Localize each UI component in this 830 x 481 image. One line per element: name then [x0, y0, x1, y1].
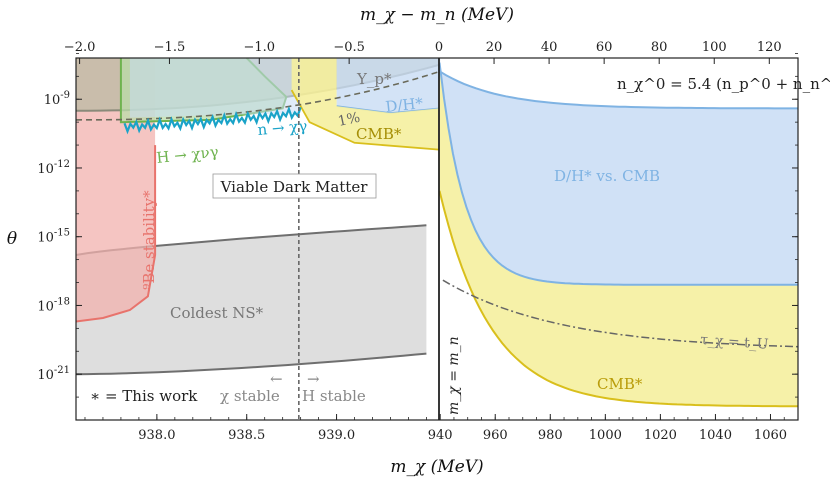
y-tick-label: 10-21	[37, 365, 70, 383]
top-tick-100-label: 100	[702, 40, 727, 55]
chi-stable-label: χ stable	[220, 387, 280, 405]
x-tick-938.5-label: 938.5	[228, 428, 265, 443]
dh-vs-cmb-region	[439, 58, 798, 285]
y-axis-title: θ	[7, 229, 17, 249]
legend-star-label: ∗ = This work	[90, 387, 198, 405]
arrow-right: →	[307, 370, 320, 388]
cmb-right-label: CMB*	[597, 375, 643, 393]
arrow-left: ←	[270, 370, 283, 388]
top-tick-−1.0-label: −1.0	[244, 40, 276, 55]
top-tick-−0.5-label: −0.5	[333, 40, 365, 55]
top-tick-60-label: 60	[596, 40, 613, 55]
yp-label: Y_p*	[356, 70, 392, 88]
dh-upper-edge	[439, 70, 798, 110]
coldest-ns-label: Coldest NS*	[170, 304, 264, 322]
x-tick-960-label: 960	[483, 428, 508, 443]
y-tick-exp: -9	[60, 90, 70, 101]
dh-lower-edge	[438, 62, 798, 286]
x-tick-1060-label: 1060	[754, 428, 787, 443]
x-tick-939.0-label: 939.0	[318, 428, 355, 443]
coldest-ns-lower-edge	[76, 352, 427, 376]
dh-upper-blank	[440, 58, 798, 109]
top-tick-20-label: 20	[486, 40, 503, 55]
cmb-left-region	[291, 58, 439, 150]
cmb-left-edge	[290, 89, 440, 151]
dh-left-label: D/H*	[385, 94, 425, 116]
h-decay-label: H → χνγ	[156, 143, 220, 167]
cmb-left-label: CMB*	[356, 125, 402, 143]
dh-left-region	[336, 58, 439, 113]
cmb-lower-edge	[438, 190, 798, 408]
x-tick-1000-label: 1000	[589, 428, 622, 443]
x-tick-940-label: 940	[428, 428, 453, 443]
plot-frame	[75, 57, 799, 421]
top-tick-40-label: 40	[541, 40, 558, 55]
top-axis-title: m_χ − m_n (MeV)	[360, 5, 514, 25]
y-tick-base: 10	[37, 368, 54, 383]
x-tick-1020-label: 1020	[644, 428, 677, 443]
y-tick-label: 10-12	[37, 159, 70, 177]
be9-edge	[76, 145, 157, 323]
y-tick-base: 10	[37, 231, 54, 246]
top-tick-0-label: 0	[435, 40, 443, 55]
y-tick-base: 10	[37, 299, 54, 314]
n0-annotation: n_χ^0 = 5.4 (n_p^0 + n_n^0)	[617, 75, 830, 93]
n-decay-region	[129, 58, 301, 118]
top-tick-−1.5-label: −1.5	[154, 40, 186, 55]
top-tick-120-label: 120	[757, 40, 782, 55]
viable-box	[212, 173, 377, 199]
be9-label: ⁹Be stability*	[140, 190, 158, 290]
one-percent-label: 1%	[337, 110, 362, 130]
y-tick-label: 10-18	[37, 296, 70, 314]
h-stable-label: H stable	[302, 387, 366, 405]
y-tick-exp: -15	[54, 228, 70, 239]
n-decay-curve	[123, 105, 302, 135]
y-tick-label: 10-15	[37, 228, 70, 246]
y-tick-exp: -12	[54, 159, 70, 170]
n-decay-label: n → χγ	[257, 117, 308, 139]
y-tick-base: 10	[37, 162, 54, 177]
viable-label: Viable Dark Matter	[220, 178, 369, 196]
tau-tu-curve	[442, 279, 798, 348]
coldest-ns-region	[76, 225, 427, 375]
y-tick-label: 10-9	[44, 90, 70, 108]
cmb-right-region	[439, 62, 798, 407]
y-tick-exp: -21	[54, 365, 70, 376]
tau-tu-label: τ_χ = t_U	[700, 332, 769, 353]
y-tick-base: 10	[44, 93, 61, 108]
top-tick-−2.0-label: −2.0	[64, 40, 96, 55]
x-tick-980-label: 980	[538, 428, 563, 443]
x-tick-938.0-label: 938.0	[138, 428, 175, 443]
mchi-eq-mn-label: m_χ = m_n	[446, 336, 462, 415]
dh-vs-cmb-label: D/H* vs. CMB	[554, 167, 660, 185]
bottom-axis-title: m_χ (MeV)	[390, 457, 483, 477]
y-tick-exp: -18	[54, 296, 70, 307]
x-tick-1040-label: 1040	[699, 428, 732, 443]
top-tick-80-label: 80	[651, 40, 668, 55]
